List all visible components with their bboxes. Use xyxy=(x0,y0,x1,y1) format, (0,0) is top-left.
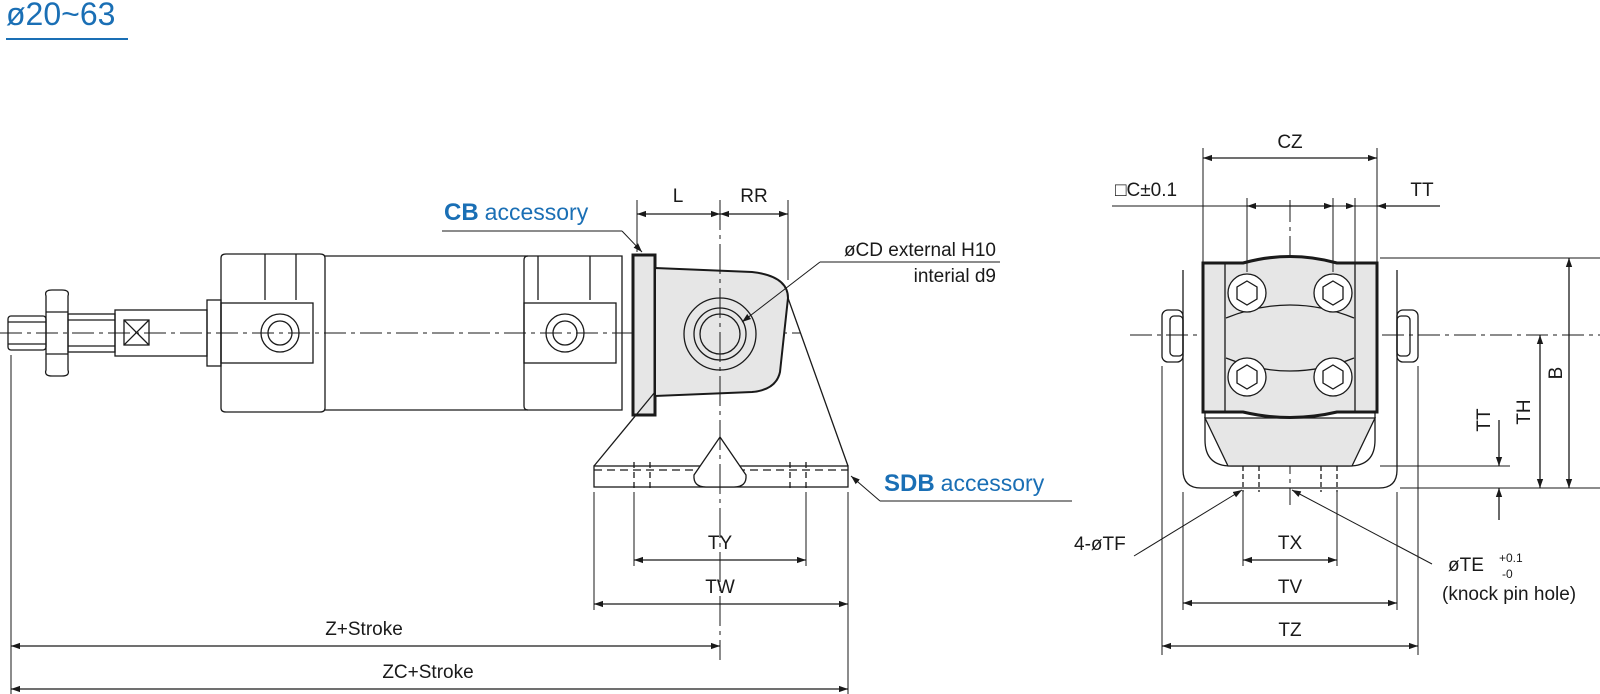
dim-tt-side-label: TT xyxy=(1474,408,1495,432)
tf-leader xyxy=(1133,489,1243,557)
cb-bracket xyxy=(631,253,790,417)
side-view xyxy=(0,200,1072,694)
dim-rr-label: RR xyxy=(740,186,767,207)
dim-l-label: L xyxy=(673,186,684,207)
heading-underline xyxy=(6,38,128,40)
dim-tt-top-label: TT xyxy=(1410,180,1434,201)
bolt-heads xyxy=(1227,273,1353,397)
te-leader xyxy=(1291,489,1433,565)
dim-ty-label: TY xyxy=(708,533,733,554)
end-labels: CZ □C±0.1 TT B TH TT TX TV TZ 4-øTF øTE … xyxy=(1074,132,1576,641)
rod-cover xyxy=(220,253,326,413)
dim-tv-label: TV xyxy=(1278,577,1303,598)
te-label: øTE xyxy=(1448,555,1484,576)
cd-note-line1: øCD external H10 xyxy=(844,240,996,261)
dim-th-label: TH xyxy=(1514,399,1535,424)
dim-tx-label: TX xyxy=(1278,533,1303,554)
tf-label: 4-øTF xyxy=(1074,534,1126,555)
dim-zc-label: ZC+Stroke xyxy=(382,662,473,683)
te-sub-label: (knock pin hole) xyxy=(1442,584,1576,605)
cb-leader xyxy=(621,230,643,253)
series-heading: ø20~63 xyxy=(6,0,116,32)
te-tol-plus: +0.1 xyxy=(1499,551,1523,565)
dim-cz-label: CZ xyxy=(1277,132,1303,153)
end-view xyxy=(1112,148,1600,655)
cd-leader xyxy=(741,261,821,323)
dim-tw-label: TW xyxy=(705,577,735,598)
cd-note-line2: interial d9 xyxy=(914,266,996,287)
dim-c-label: □C±0.1 xyxy=(1115,180,1177,201)
dim-tz-label: TZ xyxy=(1278,620,1302,641)
head-cover xyxy=(523,255,623,411)
te-tol-minus: -0 xyxy=(1502,567,1513,581)
rod-end xyxy=(7,289,222,377)
sdb-leader xyxy=(850,475,881,502)
dim-b-label: B xyxy=(1546,367,1567,380)
dim-z-label: Z+Stroke xyxy=(325,619,403,640)
